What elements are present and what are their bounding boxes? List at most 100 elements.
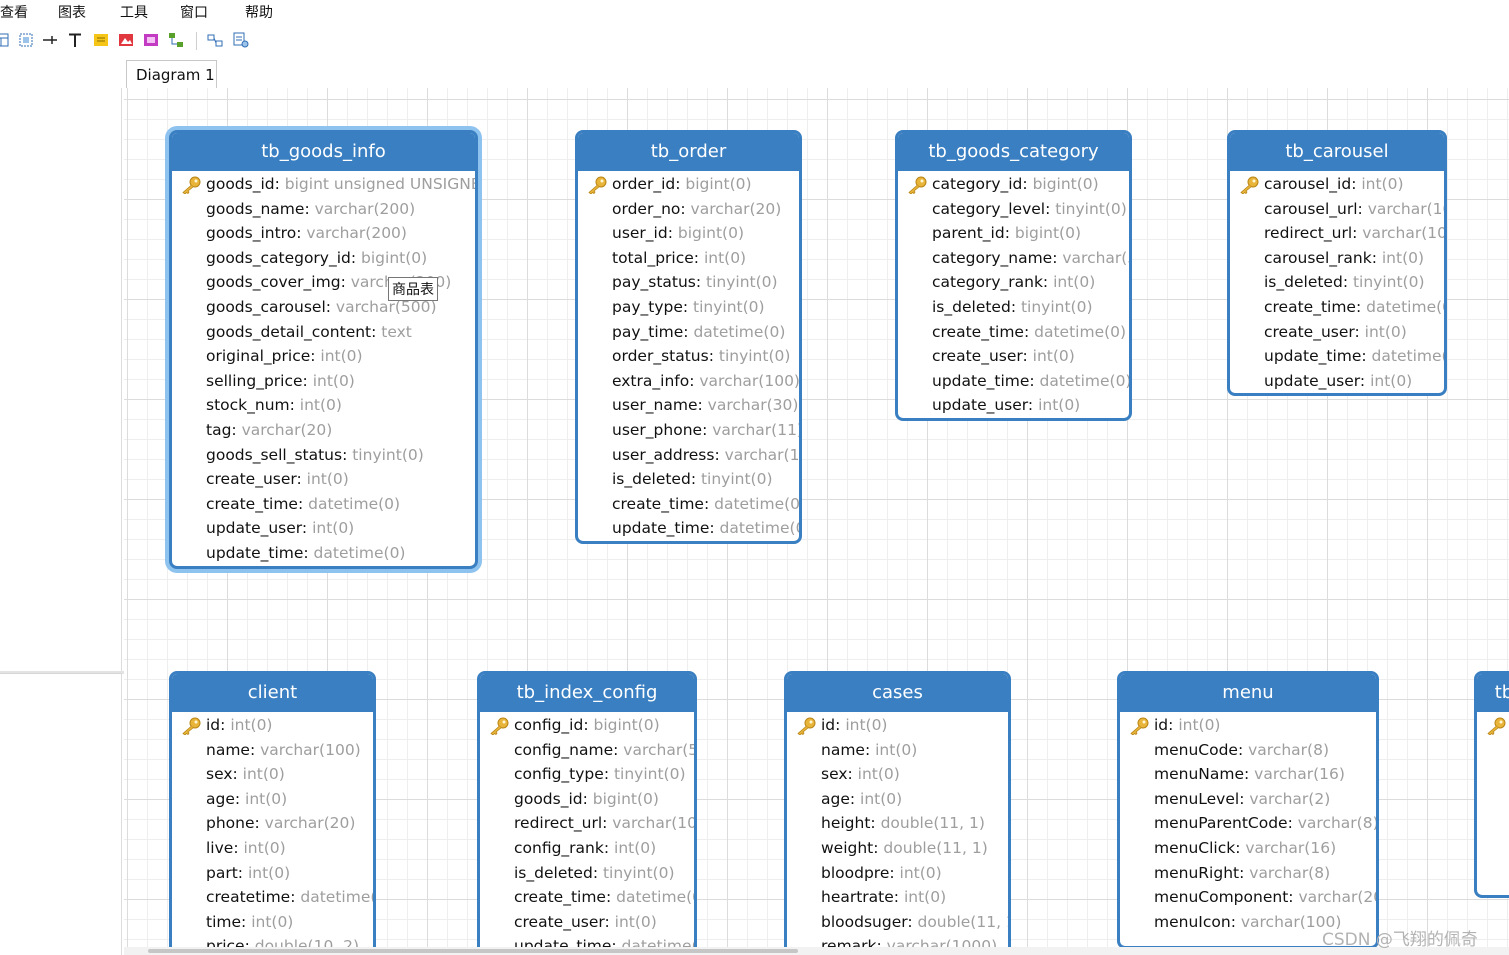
tab-diagram-1[interactable]: Diagram 1 bbox=[126, 60, 217, 88]
field-row[interactable]: carousel_id: int(0) bbox=[1230, 172, 1444, 197]
field-row[interactable]: order_status: tinyint(0) bbox=[578, 344, 799, 369]
field-row[interactable]: category_level: tinyint(0) bbox=[898, 197, 1129, 222]
entity-title[interactable]: tb_index_config bbox=[480, 674, 694, 712]
menu-view[interactable]: 查看 bbox=[0, 5, 28, 21]
field-row[interactable]: is_deleted: tinyint(0) bbox=[578, 467, 799, 492]
field-row[interactable]: height: double(11, 1) bbox=[787, 811, 1008, 836]
entity-tb[interactable]: tb bbox=[1474, 671, 1509, 898]
field-row[interactable]: sex: int(0) bbox=[172, 762, 373, 787]
field-row[interactable]: redirect_url: varchar(100) bbox=[1230, 221, 1444, 246]
field-row[interactable]: create_user: int(0) bbox=[898, 344, 1129, 369]
field-row[interactable]: heartrate: int(0) bbox=[787, 885, 1008, 910]
zoom-fit-icon[interactable] bbox=[207, 32, 223, 48]
field-row[interactable] bbox=[1477, 713, 1509, 738]
panel-splitter[interactable] bbox=[0, 671, 124, 674]
properties-icon[interactable] bbox=[233, 32, 249, 48]
field-row[interactable]: update_time: datetime(0) bbox=[578, 516, 799, 541]
entity-title[interactable]: menu bbox=[1120, 674, 1376, 712]
field-row[interactable]: category_name: varchar(50) bbox=[898, 246, 1129, 271]
field-row[interactable]: user_address: varchar(100) bbox=[578, 443, 799, 468]
field-row[interactable]: extra_info: varchar(100) bbox=[578, 369, 799, 394]
field-row[interactable]: order_no: varchar(20) bbox=[578, 197, 799, 222]
field-row[interactable]: phone: varchar(20) bbox=[172, 811, 373, 836]
field-row[interactable]: update_user: int(0) bbox=[172, 516, 475, 541]
field-row[interactable]: menuClick: varchar(16) bbox=[1120, 836, 1376, 861]
field-row[interactable]: total_price: int(0) bbox=[578, 246, 799, 271]
field-row[interactable]: pay_time: datetime(0) bbox=[578, 320, 799, 345]
field-row[interactable]: is_deleted: tinyint(0) bbox=[1230, 270, 1444, 295]
field-row[interactable]: order_id: bigint(0) bbox=[578, 172, 799, 197]
field-row[interactable]: goods_category_id: bigint(0) bbox=[172, 246, 475, 271]
field-row[interactable]: bloodpre: int(0) bbox=[787, 861, 1008, 886]
field-row[interactable]: update_user: int(0) bbox=[1230, 369, 1444, 394]
entity-title[interactable]: tb bbox=[1477, 674, 1509, 712]
field-row[interactable]: update_time: datetime(0) bbox=[172, 541, 475, 566]
field-row[interactable]: goods_intro: varchar(200) bbox=[172, 221, 475, 246]
field-row[interactable]: time: int(0) bbox=[172, 910, 373, 935]
field-row[interactable]: tag: varchar(20) bbox=[172, 418, 475, 443]
field-row[interactable]: carousel_url: varchar(100) bbox=[1230, 197, 1444, 222]
field-row[interactable]: is_deleted: tinyint(0) bbox=[480, 861, 694, 886]
field-row[interactable]: config_name: varchar(50) bbox=[480, 738, 694, 763]
field-row[interactable]: sex: int(0) bbox=[787, 762, 1008, 787]
view-icon[interactable] bbox=[18, 32, 34, 48]
field-row[interactable]: update_time: datetime(0) bbox=[480, 934, 694, 948]
field-row[interactable]: user_phone: varchar(11) bbox=[578, 418, 799, 443]
field-row[interactable]: create_time: datetime(0) bbox=[480, 885, 694, 910]
field-row[interactable]: parent_id: bigint(0) bbox=[898, 221, 1129, 246]
field-row[interactable]: goods_name: varchar(200) bbox=[172, 197, 475, 222]
field-row[interactable]: live: int(0) bbox=[172, 836, 373, 861]
field-row[interactable]: config_type: tinyint(0) bbox=[480, 762, 694, 787]
field-row[interactable]: name: int(0) bbox=[787, 738, 1008, 763]
field-row[interactable]: menuParentCode: varchar(8) bbox=[1120, 811, 1376, 836]
field-row[interactable]: menuLevel: varchar(2) bbox=[1120, 787, 1376, 812]
text-icon[interactable] bbox=[67, 32, 83, 48]
scrollbar-thumb[interactable] bbox=[148, 949, 798, 953]
entity-title[interactable]: cases bbox=[787, 674, 1008, 712]
field-row[interactable]: id: int(0) bbox=[172, 713, 373, 738]
field-row[interactable]: remark: varchar(1000) bbox=[787, 934, 1008, 948]
horizontal-scrollbar[interactable] bbox=[124, 947, 1509, 955]
field-row[interactable]: name: varchar(100) bbox=[172, 738, 373, 763]
field-row[interactable]: menuCode: varchar(8) bbox=[1120, 738, 1376, 763]
relation-icon[interactable] bbox=[42, 32, 58, 48]
field-row[interactable]: user_id: bigint(0) bbox=[578, 221, 799, 246]
entity-title[interactable]: tb_goods_info bbox=[172, 133, 475, 171]
field-row[interactable]: create_user: int(0) bbox=[172, 467, 475, 492]
field-row[interactable]: age: int(0) bbox=[172, 787, 373, 812]
field-row[interactable]: goods_detail_content: text bbox=[172, 320, 475, 345]
field-row[interactable]: id: int(0) bbox=[787, 713, 1008, 738]
field-row[interactable]: pay_type: tinyint(0) bbox=[578, 295, 799, 320]
field-row[interactable]: create_time: datetime(0) bbox=[1230, 295, 1444, 320]
field-row[interactable]: update_user: int(0) bbox=[898, 393, 1129, 418]
field-row[interactable]: config_rank: int(0) bbox=[480, 836, 694, 861]
menu-chart[interactable]: 图表 bbox=[58, 5, 86, 21]
field-row[interactable]: goods_id: bigint unsigned UNSIGNED bbox=[172, 172, 475, 197]
field-row[interactable]: weight: double(11, 1) bbox=[787, 836, 1008, 861]
field-row[interactable]: price: double(10, 2) bbox=[172, 934, 373, 948]
field-row[interactable]: update_time: datetime(0) bbox=[1230, 344, 1444, 369]
field-row[interactable]: goods_id: bigint(0) bbox=[480, 787, 694, 812]
field-row[interactable]: user_name: varchar(30) bbox=[578, 393, 799, 418]
note-icon[interactable] bbox=[93, 32, 109, 48]
menu-window[interactable]: 窗口 bbox=[180, 5, 208, 21]
field-row[interactable]: menuComponent: varchar(200) bbox=[1120, 885, 1376, 910]
field-row[interactable]: category_rank: int(0) bbox=[898, 270, 1129, 295]
field-row[interactable]: original_price: int(0) bbox=[172, 344, 475, 369]
field-row[interactable]: create_time: datetime(0) bbox=[578, 492, 799, 517]
field-row[interactable]: config_id: bigint(0) bbox=[480, 713, 694, 738]
field-row[interactable]: update_time: datetime(0) bbox=[898, 369, 1129, 394]
field-row[interactable]: id: int(0) bbox=[1120, 713, 1376, 738]
field-row[interactable]: age: int(0) bbox=[787, 787, 1008, 812]
field-row[interactable]: goods_sell_status: tinyint(0) bbox=[172, 443, 475, 468]
field-row[interactable]: stock_num: int(0) bbox=[172, 393, 475, 418]
field-row[interactable]: createtime: datetime(0) bbox=[172, 885, 373, 910]
auto-layout-icon[interactable] bbox=[168, 32, 184, 48]
